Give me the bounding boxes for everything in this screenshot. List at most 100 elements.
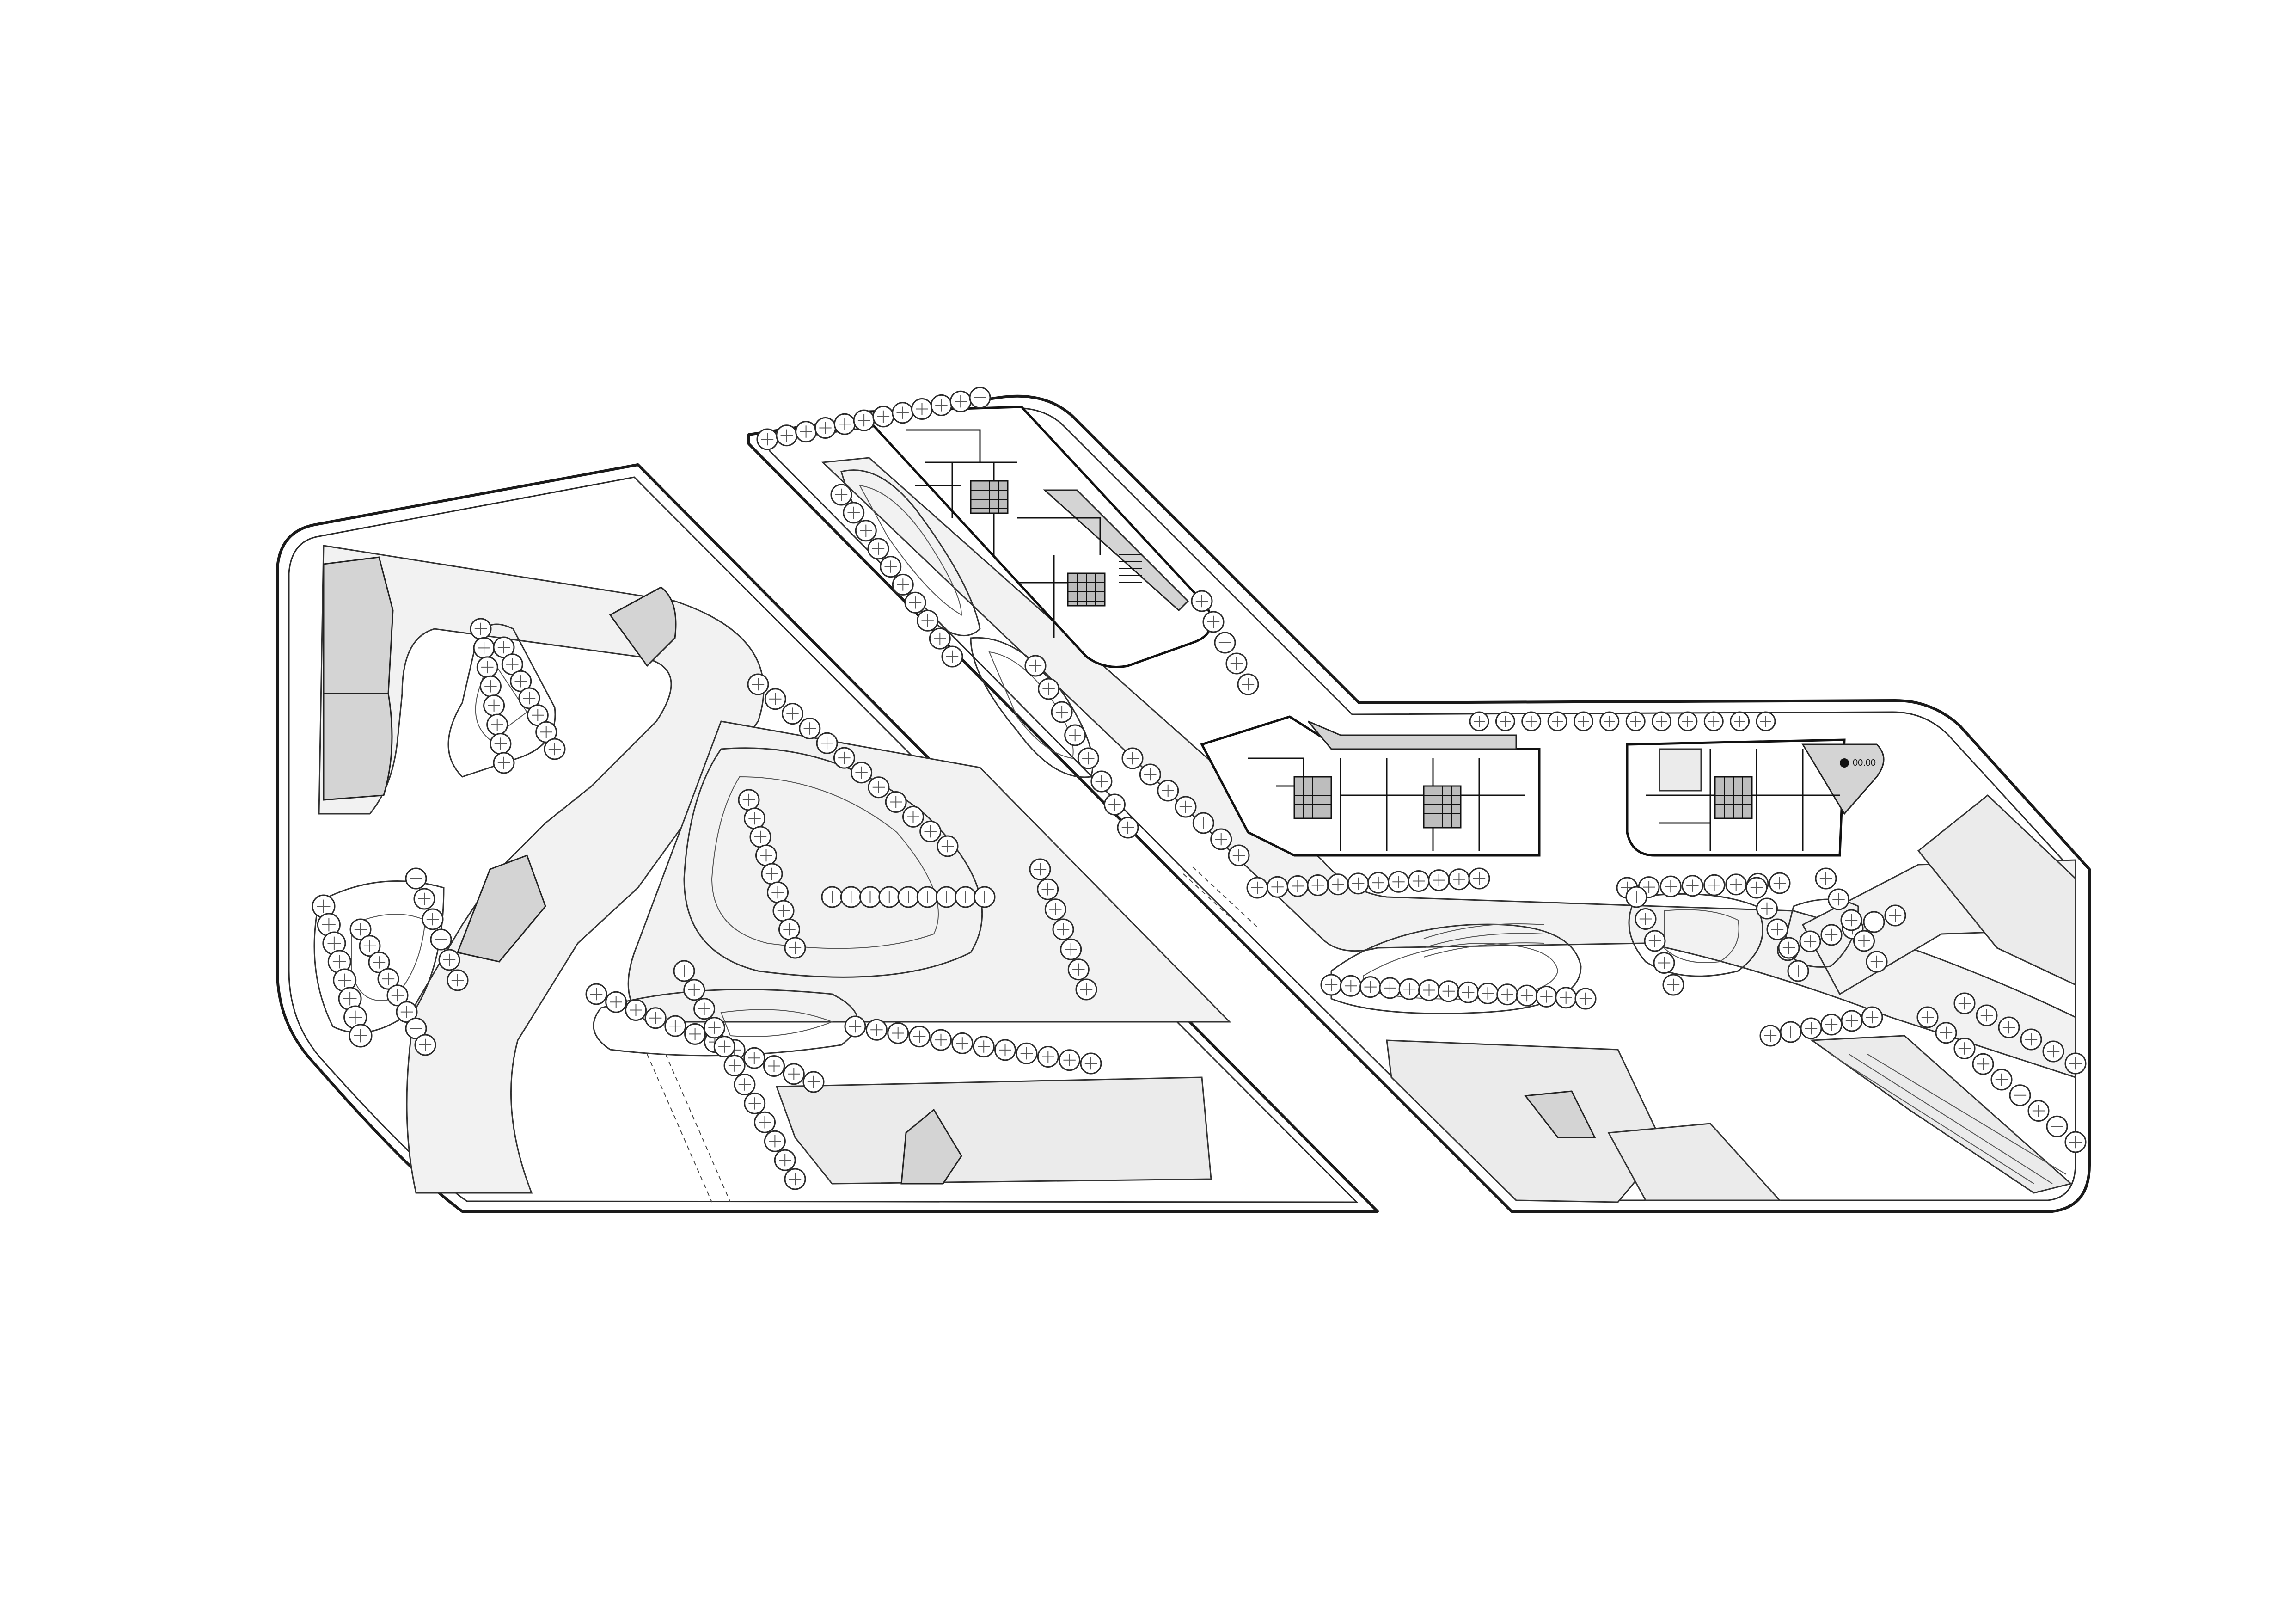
tree-crown-detail: [847, 506, 860, 519]
tree-crown-detail: [1473, 872, 1486, 885]
east-plaza-south-grey: [1524, 1090, 1596, 1138]
tree-crown-detail: [1072, 963, 1085, 976]
tree-crown-detail: [419, 1038, 432, 1051]
tree-crown-detail: [974, 391, 986, 404]
west-main-path: [318, 545, 765, 1194]
tree-crown-detail: [1049, 903, 1062, 915]
tree-crown-detail: [1230, 657, 1243, 670]
tree-crown-detail: [1889, 909, 1902, 922]
tree-crown-detail: [349, 1010, 362, 1024]
west-plaza-f: [900, 1108, 962, 1185]
tree-crown-detail: [481, 661, 494, 674]
tree-crown-detail: [1958, 997, 1971, 1010]
tree-crown-detail: [1764, 1029, 1777, 1042]
tree-crown-detail: [497, 641, 510, 654]
tree-crown-detail: [1708, 716, 1720, 727]
tree-crown-detail: [1197, 817, 1210, 829]
east-plaza-south: [1386, 1039, 1665, 1203]
tree-crown-detail: [857, 414, 870, 427]
tree-crown-detail: [382, 972, 395, 985]
tree-crown-detail: [935, 399, 948, 412]
tree-crown-detail: [946, 650, 959, 663]
tree-crown-detail: [1433, 874, 1445, 886]
far-east-wing-grey-wedge: [1801, 743, 1885, 815]
tree-crown-detail: [1805, 1022, 1818, 1035]
tree-crown-detail: [2051, 1120, 2063, 1133]
tree-crown-detail: [835, 488, 848, 501]
tree-crown-detail: [1384, 982, 1396, 995]
tree-crown-detail: [2002, 1021, 2015, 1034]
tree-crown-detail: [540, 726, 552, 738]
east-plaza-ne: [1917, 794, 2076, 986]
tree-crown-detail: [514, 675, 527, 688]
tree-crown-detail: [451, 974, 464, 987]
tree-crown-detail: [1867, 915, 1880, 928]
tree-crown-detail: [777, 904, 790, 917]
far-east-wing-tag: 00.00: [1853, 758, 1876, 768]
tree-crown-detail: [1453, 873, 1465, 885]
tree-crown-detail: [1761, 902, 1773, 915]
tree-crown-detail: [897, 578, 909, 591]
east-plaza-se: [1607, 1123, 1782, 1201]
tree-crown-detail: [1423, 984, 1435, 996]
tree-crown-detail: [956, 1037, 968, 1050]
tree-crown-detail: [1271, 881, 1284, 893]
tree-crown-detail: [1042, 682, 1055, 695]
tree-crown-detail: [884, 560, 897, 573]
east-block-inner-edge: [766, 407, 2076, 1201]
tree-crown-detail: [1866, 1011, 1879, 1024]
tree-crown-detail: [1121, 821, 1134, 834]
tree-crown-detail: [819, 422, 832, 434]
tree-crown-detail: [1195, 595, 1208, 608]
tree-crown-detail: [1020, 1047, 1033, 1060]
tree-crown-detail: [935, 1033, 947, 1046]
tree-crown-detail: [1215, 833, 1227, 846]
east-wing-grey-strip: [1307, 720, 1517, 750]
tree-crown-detail: [1804, 935, 1817, 948]
tree-crown-detail: [1921, 1011, 1934, 1024]
tree-crown-detail: [1750, 881, 1763, 894]
tree-crown-detail: [940, 891, 953, 903]
tree-crown-detail: [913, 1030, 926, 1043]
tree-crown-detail: [803, 722, 816, 735]
tree-crown-detail: [1392, 876, 1405, 888]
tree-crown-detail: [1292, 880, 1304, 892]
tree-crown-detail: [1403, 983, 1416, 995]
tree-crown-detail: [1760, 716, 1771, 727]
tree-crown-detail: [728, 1059, 741, 1072]
tree-crown-detail: [1364, 981, 1377, 993]
tree-crown-detail: [630, 1004, 642, 1016]
east-island-amphitheatre: [1330, 923, 1582, 1014]
tree-crown-detail: [1082, 752, 1095, 765]
east-rail-line: [1183, 873, 1249, 934]
building-north-wing: [868, 406, 1212, 668]
tree-crown-detail: [1501, 988, 1513, 1001]
tree-crown-detail: [1345, 980, 1357, 992]
tree-crown-detail: [1084, 1057, 1097, 1070]
tree-crown-detail: [1604, 716, 1615, 727]
tree-crown-detail: [1940, 1026, 1953, 1039]
tree-crown-detail: [800, 425, 812, 438]
west-block-inner-edge: [288, 476, 1359, 1203]
tree-crown-detail: [759, 1116, 771, 1129]
tree-crown-detail: [1207, 615, 1220, 628]
tree-crown-detail: [610, 996, 622, 1008]
tree-crown-detail: [688, 983, 700, 996]
tree-crown-detail: [2047, 1045, 2060, 1058]
tree-crown-detail: [1041, 883, 1054, 896]
tree-crown-detail: [1462, 986, 1475, 999]
tree-crown-detail: [435, 933, 447, 946]
tree-crown-detail: [1332, 878, 1344, 891]
tree-crown-detail: [1474, 716, 1485, 727]
tree-crown-detail: [924, 825, 937, 838]
tree-crown-detail: [761, 433, 774, 446]
west-plaza-e: [775, 1076, 1212, 1185]
tree-crown-detail: [478, 642, 490, 654]
tree-crown-detail: [363, 940, 376, 952]
tree-crown-detail: [1870, 955, 1883, 968]
tree-crown-detail: [1825, 928, 1838, 941]
tree-crown-detail: [669, 1020, 682, 1032]
tree-crown-detail: [864, 891, 876, 903]
tree-crown-detail: [748, 1052, 760, 1064]
tree-crown-detail: [877, 410, 890, 423]
